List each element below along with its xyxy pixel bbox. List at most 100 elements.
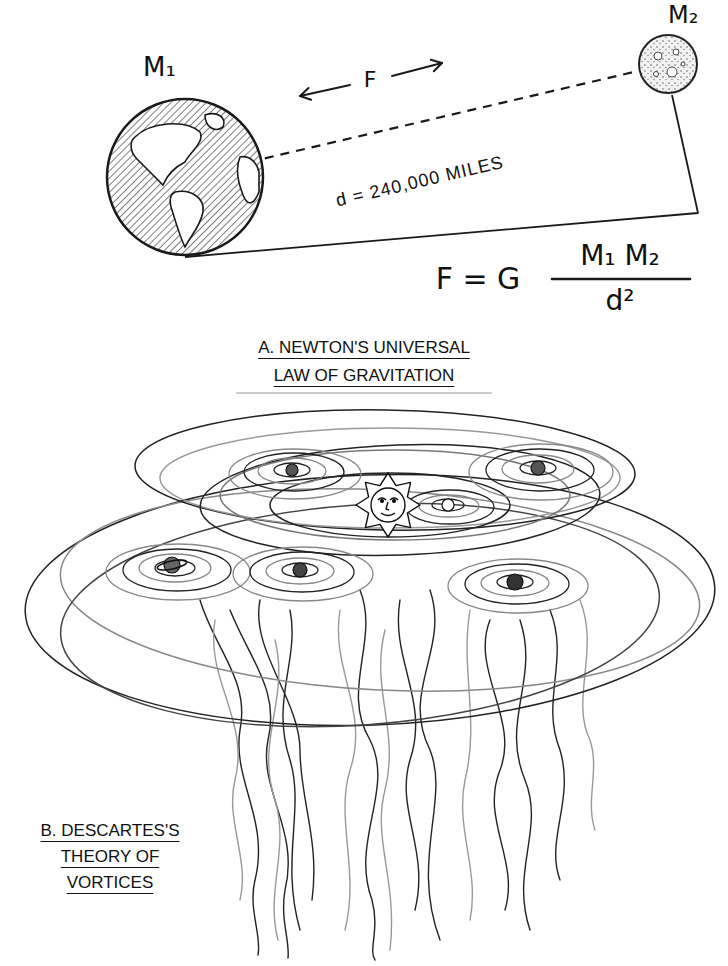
vortex-tendrils	[283, 610, 300, 930]
vortex-tendrils	[516, 620, 531, 930]
vortex-tendrils	[230, 610, 288, 958]
planets	[156, 558, 187, 572]
planets	[442, 499, 454, 511]
figure-caption: A. NEWTON'S UNIVERSAL LAW OF GRAVITATION	[239, 334, 489, 390]
moon-crater	[654, 72, 659, 77]
planet-vortices	[469, 444, 613, 500]
planet-vortices	[419, 495, 479, 517]
figure-caption: B. DESCARTES'S THEORY OF VORTICES	[23, 818, 198, 896]
vortex-tendrils	[259, 600, 314, 900]
distance-label: d = 240,000 MILES	[334, 152, 506, 210]
force-label: F	[364, 68, 377, 92]
planet-vortices	[139, 554, 211, 582]
sun-face	[381, 500, 384, 503]
continent-outline	[238, 157, 259, 203]
planet-vortices	[497, 575, 533, 589]
planets	[531, 461, 545, 475]
force-arrow	[300, 88, 311, 100]
vortex-tendrils	[200, 590, 595, 960]
planet-vortices	[448, 559, 588, 613]
planet-vortices	[486, 449, 594, 491]
moon-crater	[681, 62, 685, 66]
moon-crater	[667, 67, 677, 77]
vortex-tendrils	[463, 610, 473, 920]
continent-outline	[131, 124, 201, 185]
fraction-bar	[552, 278, 690, 281]
label-holder: A. NEWTON'S UNIVERSAL LAW OF GRAVITATION	[239, 334, 489, 390]
caption-rule	[236, 393, 492, 394]
planet-vortices	[282, 563, 318, 577]
planet-vortices	[229, 449, 361, 499]
vortex-tendrils	[381, 630, 392, 950]
vortex-tendrils	[580, 600, 595, 830]
planet-vortices	[106, 444, 613, 613]
label-holder: B. DESCARTES'S THEORY OF VORTICES	[23, 818, 198, 896]
vortex-swirls	[21, 463, 719, 737]
sun-face	[371, 488, 405, 522]
sun-face	[356, 473, 420, 537]
sun-face	[386, 502, 389, 510]
label-holder: d = 240,000 MILES	[334, 152, 506, 210]
force-arrow	[300, 85, 350, 96]
planets	[156, 461, 545, 590]
mass-label: M₁	[143, 53, 176, 83]
vortex-tendrils	[269, 640, 280, 940]
planet-vortices	[123, 549, 231, 591]
mass-label: M₂	[668, 2, 698, 30]
planet-vortices	[244, 453, 344, 491]
globe-outline	[107, 99, 263, 255]
earth-globe: M₁	[105, 97, 265, 257]
label-holder: F	[364, 68, 377, 92]
force-arrow	[300, 60, 442, 100]
planet-vortices	[233, 547, 373, 601]
vortex-tendrils	[420, 590, 440, 940]
vortex-tendrils	[214, 620, 243, 900]
vortex-swirls	[21, 406, 719, 746]
distance-line	[265, 71, 637, 158]
sun-face	[393, 500, 396, 503]
vortex-swirls	[55, 473, 705, 706]
formula-denominator: d²	[606, 286, 635, 317]
planets	[286, 464, 298, 476]
planets	[507, 574, 523, 590]
vortex-tendrils	[398, 600, 418, 910]
planet-vortices	[502, 455, 574, 483]
vortex-tendrils	[338, 610, 355, 930]
vortex-tendrils	[358, 590, 377, 960]
planet-vortices	[465, 564, 569, 604]
planet-vortices	[106, 544, 250, 600]
vortex-swirls	[53, 484, 667, 745]
force-arrow	[431, 60, 442, 72]
fraction-bar	[552, 278, 690, 281]
sun-face	[381, 513, 395, 516]
label-holder: d²	[606, 286, 635, 317]
planet-vortices	[481, 570, 549, 596]
planets	[293, 563, 307, 577]
planet-vortices	[274, 463, 310, 477]
moon-crater	[673, 49, 679, 55]
continent-outline	[205, 114, 224, 130]
moon-outline	[639, 35, 697, 93]
formula-text: F = G	[436, 262, 521, 295]
moon-crater	[654, 52, 662, 60]
planet-vortices	[432, 499, 464, 511]
planet-vortices	[266, 558, 334, 584]
vortex-tendrils	[550, 610, 564, 880]
moon-globe-drawing	[638, 34, 698, 94]
continent-outline	[170, 191, 203, 247]
label-holder: M₁ M₂	[580, 241, 660, 272]
moon-globe: M₂	[638, 34, 698, 94]
planet-vortices	[258, 458, 326, 484]
vortex-swirls	[220, 450, 570, 540]
planet-vortices	[406, 490, 494, 524]
vortex-tendrils	[485, 620, 508, 910]
earth-globe-drawing	[105, 97, 265, 257]
planet-vortices	[520, 461, 556, 475]
sun-face	[356, 473, 420, 537]
formula-numerator: M₁ M₂	[580, 241, 660, 272]
label-holder: F = G	[436, 262, 521, 295]
caption-rule	[236, 393, 492, 394]
planet-vortices	[250, 552, 354, 592]
vortex-swirls	[134, 406, 636, 535]
